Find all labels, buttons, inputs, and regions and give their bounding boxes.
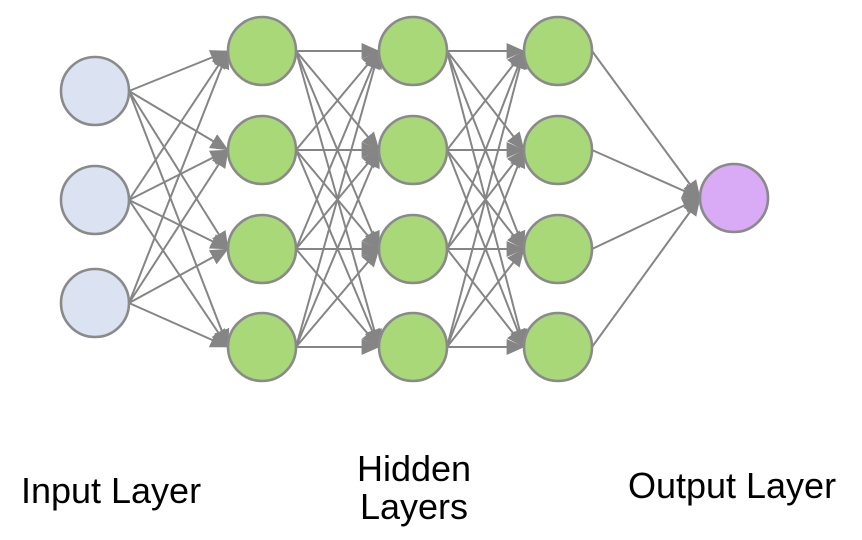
output-node <box>698 162 770 234</box>
edge-hidden-3-to-output <box>591 197 701 348</box>
hidden-2-node <box>377 311 449 383</box>
edge-hidden-1-to-hidden-2 <box>295 149 380 348</box>
edge-hidden-2-to-hidden-3 <box>446 248 525 348</box>
edge-hidden-2-to-hidden-3 <box>446 149 526 348</box>
output-layer-label: Output Layer <box>628 465 836 506</box>
edge-input-to-hidden-1 <box>128 90 229 151</box>
input-node <box>59 164 131 236</box>
edge-hidden-1-to-hidden-2 <box>295 50 380 250</box>
edge-hidden-3-to-output <box>591 50 701 199</box>
edge-input-to-hidden-1 <box>128 149 229 304</box>
edge-input-to-hidden-1 <box>128 199 229 250</box>
edge-hidden-2-to-hidden-3 <box>446 50 528 348</box>
hidden-2-node <box>377 15 449 87</box>
hidden-3-node <box>522 15 594 87</box>
input-node <box>59 267 131 339</box>
edges-layer <box>128 43 701 355</box>
edge-input-to-hidden-1 <box>128 248 229 304</box>
edge-input-to-hidden-1 <box>128 50 229 92</box>
edge-input-to-hidden-1 <box>128 199 229 348</box>
nodes-layer <box>59 15 770 383</box>
edge-hidden-1-to-hidden-2 <box>295 248 380 348</box>
edge-input-to-hidden-1 <box>128 302 229 348</box>
hidden-1-node <box>226 213 298 285</box>
input-layer-label: Input Layer <box>21 470 201 511</box>
hidden-3-node <box>522 114 594 186</box>
edge-input-to-hidden-1 <box>128 90 229 250</box>
input-node <box>59 55 131 127</box>
edge-hidden-1-to-hidden-2 <box>295 50 383 348</box>
edge-input-to-hidden-1 <box>128 50 229 201</box>
edge-input-to-hidden-1 <box>128 50 230 304</box>
hidden-2-node <box>377 114 449 186</box>
edge-hidden-3-to-output <box>591 197 701 250</box>
hidden-3-node <box>522 213 594 285</box>
edge-input-to-hidden-1 <box>128 90 230 348</box>
hidden-1-node <box>226 311 298 383</box>
hidden-1-node <box>226 114 298 186</box>
edge-hidden-2-to-hidden-3 <box>446 50 526 250</box>
edge-hidden-3-to-output <box>591 149 701 199</box>
hidden-2-node <box>377 213 449 285</box>
hidden-1-node <box>226 15 298 87</box>
hidden-3-node <box>522 311 594 383</box>
